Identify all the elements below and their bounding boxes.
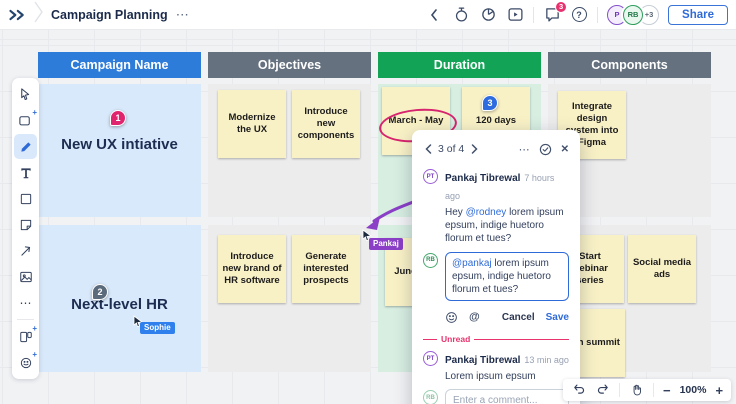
comment-input[interactable]: Enter a comment... bbox=[445, 389, 569, 404]
mention-rodney[interactable]: @rodney bbox=[465, 207, 507, 218]
column-header-components[interactable]: Components bbox=[548, 52, 711, 78]
unread-label: Unread bbox=[441, 334, 471, 345]
zoom-in-icon[interactable]: + bbox=[715, 382, 724, 398]
redo-icon[interactable] bbox=[595, 383, 610, 398]
more-tools[interactable]: ⋯ bbox=[19, 295, 32, 310]
comment-text: Hey @rodney lorem ipsum epsum, indige hu… bbox=[445, 207, 564, 245]
comment-author: Pankaj Tibrewal bbox=[445, 173, 521, 184]
collaborator-avatars: P RB +3 bbox=[607, 4, 660, 25]
prev-comment-icon[interactable] bbox=[423, 140, 433, 158]
controls-divider-2 bbox=[653, 383, 654, 397]
sticky-modernize-ux[interactable]: Modernize the UX bbox=[218, 90, 286, 158]
arrow-tool[interactable] bbox=[14, 238, 37, 263]
notification-count-badge: 3 bbox=[555, 0, 568, 13]
topbar-divider bbox=[533, 6, 535, 23]
sticky-note-tool[interactable] bbox=[14, 212, 37, 237]
select-tool[interactable] bbox=[14, 82, 37, 107]
sticky-generate-prospects[interactable]: Generate interested prospects bbox=[292, 235, 360, 303]
collapse-chevron-left-icon[interactable] bbox=[425, 6, 443, 24]
cursor-pankaj: Pankaj bbox=[362, 228, 403, 250]
column-header-campaign-name[interactable]: Campaign Name bbox=[38, 52, 201, 78]
zoom-out-icon[interactable]: − bbox=[663, 382, 671, 398]
avatar-pt-2: PT bbox=[423, 351, 438, 367]
mention-pankaj: @pankaj bbox=[452, 257, 492, 269]
board-title[interactable]: Campaign Planning bbox=[51, 7, 168, 22]
shapes-tool[interactable] bbox=[14, 186, 37, 211]
close-popup-icon[interactable]: ✕ bbox=[560, 143, 569, 155]
new-comment-row: RB Enter a comment... bbox=[412, 383, 580, 404]
topbar-divider-2 bbox=[597, 6, 599, 23]
text-tool[interactable] bbox=[14, 160, 37, 185]
avatar-pt: PT bbox=[423, 169, 438, 184]
canvas-controls-bar: − 100% + bbox=[563, 379, 732, 401]
sticky-introduce-hr-brand[interactable]: Introduce new brand of HR software bbox=[218, 235, 286, 303]
next-comment-icon[interactable] bbox=[469, 140, 479, 158]
tools-toolbar: + ⋯ + + bbox=[12, 78, 39, 379]
row-title-new-ux-initiative: New UX intiative bbox=[61, 136, 178, 153]
templates-tool[interactable]: + bbox=[14, 108, 37, 133]
column-header-objectives[interactable]: Objectives bbox=[208, 52, 371, 78]
mention-at-icon[interactable]: @ bbox=[469, 311, 480, 324]
controls-divider bbox=[619, 383, 620, 397]
comments-bubble-icon[interactable]: 3 bbox=[543, 0, 568, 24]
topbar-actions: 3 ? P RB +3 Share bbox=[425, 0, 728, 25]
app-logo-icon[interactable] bbox=[8, 6, 26, 24]
board-menu-dots-icon[interactable]: ⋯ bbox=[175, 6, 190, 22]
comment-time-2: 13 min ago bbox=[524, 355, 569, 366]
cancel-button[interactable]: Cancel bbox=[501, 311, 535, 323]
comment-author-2: Pankaj Tibrewal bbox=[445, 355, 521, 367]
comment-pin-3[interactable]: 3 bbox=[482, 95, 498, 111]
help-icon[interactable]: ? bbox=[570, 6, 588, 24]
emoji-reaction-tool[interactable]: + bbox=[14, 350, 37, 375]
cursor-sophie: Sophie bbox=[133, 314, 175, 334]
save-button[interactable]: Save bbox=[545, 311, 569, 323]
comment-pin-1[interactable]: 1 bbox=[110, 110, 126, 126]
breadcrumb-separator bbox=[34, 0, 43, 29]
avatar-rb[interactable]: RB bbox=[623, 4, 644, 25]
apps-tool[interactable]: + bbox=[14, 324, 37, 349]
pen-tool[interactable] bbox=[14, 134, 37, 159]
comment-pin-2[interactable]: 2 bbox=[92, 284, 108, 300]
timer-icon[interactable] bbox=[452, 6, 470, 24]
emoji-picker-icon[interactable] bbox=[445, 308, 458, 326]
sticky-social-media-ads[interactable]: Social media ads bbox=[628, 235, 696, 303]
comment-menu-dots-icon[interactable]: ⋯ bbox=[518, 143, 531, 156]
reply-actions: @ Cancel Save bbox=[412, 301, 580, 332]
unread-divider: Unread bbox=[412, 332, 580, 347]
column-header-duration[interactable]: Duration bbox=[378, 52, 541, 78]
comment-text-2: Lorem ipsum epsum bbox=[445, 371, 536, 383]
toolbar-divider bbox=[17, 319, 34, 320]
cursor-label-pankaj: Pankaj bbox=[369, 238, 403, 250]
zoom-level[interactable]: 100% bbox=[679, 384, 707, 396]
sticky-introduce-components[interactable]: Introduce new components bbox=[292, 90, 360, 158]
avatar-rb-small: RB bbox=[423, 252, 438, 268]
resolve-comment-icon[interactable] bbox=[539, 140, 553, 158]
presentation-play-icon[interactable] bbox=[506, 6, 524, 24]
reply-textarea[interactable]: @pankaj lorem ipsum epsum, indige huetor… bbox=[445, 251, 569, 302]
comment-popup-header: 3 of 4 ⋯ ✕ bbox=[412, 138, 580, 165]
cell-campaign-row1[interactable] bbox=[38, 84, 201, 217]
reply-row: RB @pankaj lorem ipsum epsum, indige hue… bbox=[412, 246, 580, 302]
cell-campaign-row2[interactable] bbox=[38, 225, 201, 372]
activity-clock-icon[interactable] bbox=[479, 6, 497, 24]
share-button[interactable]: Share bbox=[668, 4, 728, 25]
undo-icon[interactable] bbox=[571, 383, 586, 398]
avatar-rb-faded: RB bbox=[423, 390, 438, 404]
row-title-next-level-hr: Next-level HR bbox=[71, 296, 168, 313]
cursor-label-sophie: Sophie bbox=[140, 322, 175, 334]
top-bar: Campaign Planning ⋯ 3 ? bbox=[0, 0, 736, 30]
hand-tool-icon[interactable] bbox=[629, 383, 644, 398]
image-tool[interactable] bbox=[14, 264, 37, 289]
comment-pagination: 3 of 4 bbox=[438, 143, 465, 155]
